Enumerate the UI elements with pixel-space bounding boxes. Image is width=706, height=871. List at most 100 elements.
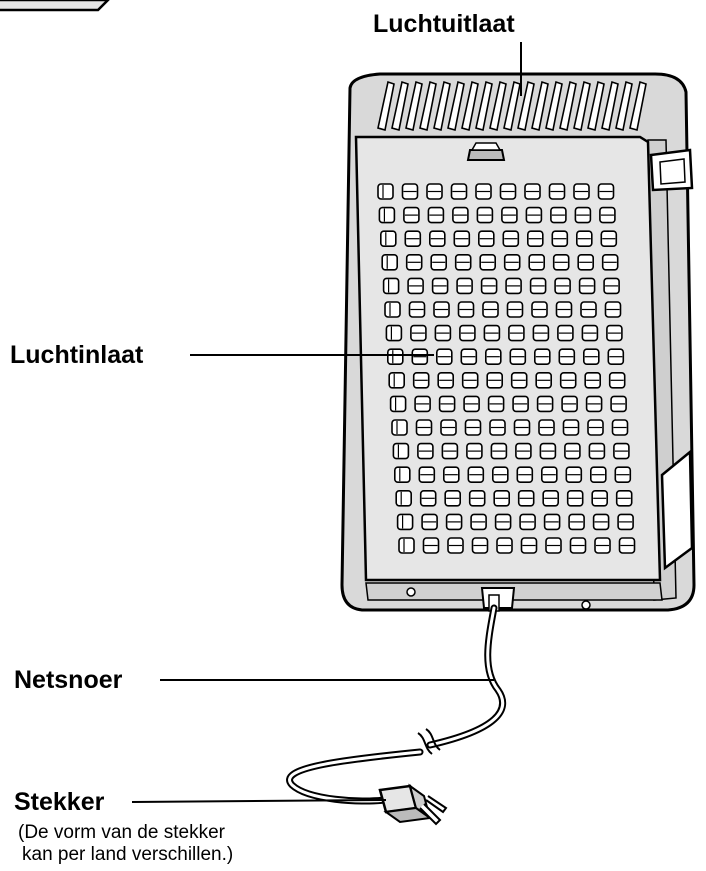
- inlet-hole: [615, 489, 633, 507]
- inlet-hole: [427, 206, 445, 224]
- outlet-slat: [419, 80, 437, 132]
- plug-icon: [378, 783, 448, 826]
- inlet-hole: [459, 324, 476, 342]
- inlet-hole: [415, 419, 433, 436]
- inlet-hole: [468, 489, 486, 507]
- inlet-hole: [562, 419, 580, 436]
- inlet-hole: [574, 206, 592, 224]
- air-outlet-grille: [377, 80, 647, 132]
- inlet-hole: [568, 513, 585, 531]
- inlet-hole: [539, 442, 557, 460]
- inlet-hole: [601, 254, 619, 271]
- inlet-hole: [584, 371, 602, 389]
- inlet-hole: [597, 183, 615, 200]
- inlet-hole: [466, 442, 483, 460]
- inlet-hole: [381, 254, 399, 271]
- inlet-hole: [551, 230, 569, 247]
- inlet-hole: [575, 230, 593, 247]
- inlet-hole: [401, 183, 419, 200]
- plug-note-line-2: kan per land verschillen.): [22, 844, 234, 865]
- inlet-hole: [475, 183, 492, 200]
- inlet-hole: [608, 371, 626, 389]
- outlet-slat: [601, 80, 619, 132]
- inlet-hole: [588, 442, 606, 460]
- inlet-hole: [561, 395, 578, 413]
- inlet-hole: [470, 513, 487, 531]
- inlet-hole: [464, 419, 482, 436]
- label-plug: Stekker: [14, 788, 105, 816]
- panel-latch: [466, 149, 506, 161]
- outlet-slat: [461, 80, 479, 132]
- inlet-hole: [388, 371, 406, 389]
- inlet-hole: [512, 395, 529, 413]
- inlet-hole: [535, 371, 553, 389]
- inlet-hole: [440, 419, 457, 436]
- inlet-hole: [607, 348, 625, 366]
- inlet-hole: [395, 489, 413, 507]
- inlet-hole: [379, 230, 397, 247]
- inlet-hole: [578, 277, 596, 295]
- inlet-hole: [414, 395, 431, 413]
- inlet-hole: [528, 254, 546, 271]
- inlet-hole: [557, 324, 574, 342]
- inlet-hole: [505, 277, 522, 295]
- outlet-slat: [615, 80, 633, 132]
- label-air-outlet: Luchtuitlaat: [373, 10, 515, 38]
- inlet-hole: [604, 301, 622, 318]
- outlet-slat: [433, 80, 451, 132]
- inlet-hole: [517, 489, 535, 507]
- inlet-hole: [386, 348, 404, 366]
- screw-right: [581, 600, 591, 610]
- inlet-hole: [405, 254, 423, 271]
- inlet-hole: [404, 230, 422, 247]
- inlet-hole: [502, 230, 520, 247]
- inlet-hole: [554, 277, 571, 295]
- inlet-hole: [463, 395, 480, 413]
- outlet-slat: [391, 80, 409, 132]
- inlet-hole: [398, 537, 415, 554]
- screw-left: [406, 587, 416, 597]
- side-window: [660, 449, 694, 571]
- inlet-hole: [550, 206, 567, 224]
- inlet-hole: [589, 466, 607, 484]
- inlet-hole: [491, 466, 509, 484]
- inlet-hole: [516, 466, 534, 484]
- inlet-hole: [419, 489, 437, 507]
- inlet-hole: [454, 254, 472, 271]
- outlet-slat: [531, 80, 549, 132]
- cord-break-mark: [417, 728, 441, 755]
- inlet-hole: [493, 489, 511, 507]
- inlet-hole: [467, 466, 485, 484]
- inlet-hole: [382, 277, 400, 295]
- inlet-hole: [453, 230, 471, 247]
- inlet-hole: [410, 324, 427, 342]
- inlet-hole: [489, 419, 506, 436]
- inlet-hole: [479, 254, 497, 271]
- inlet-hole: [577, 254, 595, 271]
- inlet-hole: [460, 348, 478, 366]
- inlet-hole: [510, 371, 528, 389]
- inlet-hole: [532, 324, 550, 342]
- inlet-hole: [580, 301, 597, 318]
- outlet-slat: [629, 80, 647, 132]
- inlet-hole: [582, 348, 600, 366]
- outlet-slat: [447, 80, 465, 132]
- inlet-hole: [520, 537, 538, 554]
- inlet-hole: [566, 489, 584, 507]
- inlet-hole: [450, 183, 468, 200]
- inlet-hole: [543, 513, 561, 531]
- inlet-hole: [442, 466, 460, 484]
- inlet-hole: [403, 206, 420, 224]
- inlet-hole: [456, 277, 473, 295]
- outlet-slat: [587, 80, 605, 132]
- corner-object-fragment: [0, 0, 110, 12]
- inlet-hole: [438, 395, 456, 413]
- inlet-hole: [477, 230, 495, 247]
- outlet-slat: [405, 80, 423, 132]
- plug-note-line-1: (De vorm van de stekker: [18, 822, 225, 843]
- inlet-hole: [525, 206, 543, 224]
- inlet-hole: [457, 301, 475, 318]
- inlet-hole: [542, 489, 560, 507]
- inlet-hole: [524, 183, 541, 200]
